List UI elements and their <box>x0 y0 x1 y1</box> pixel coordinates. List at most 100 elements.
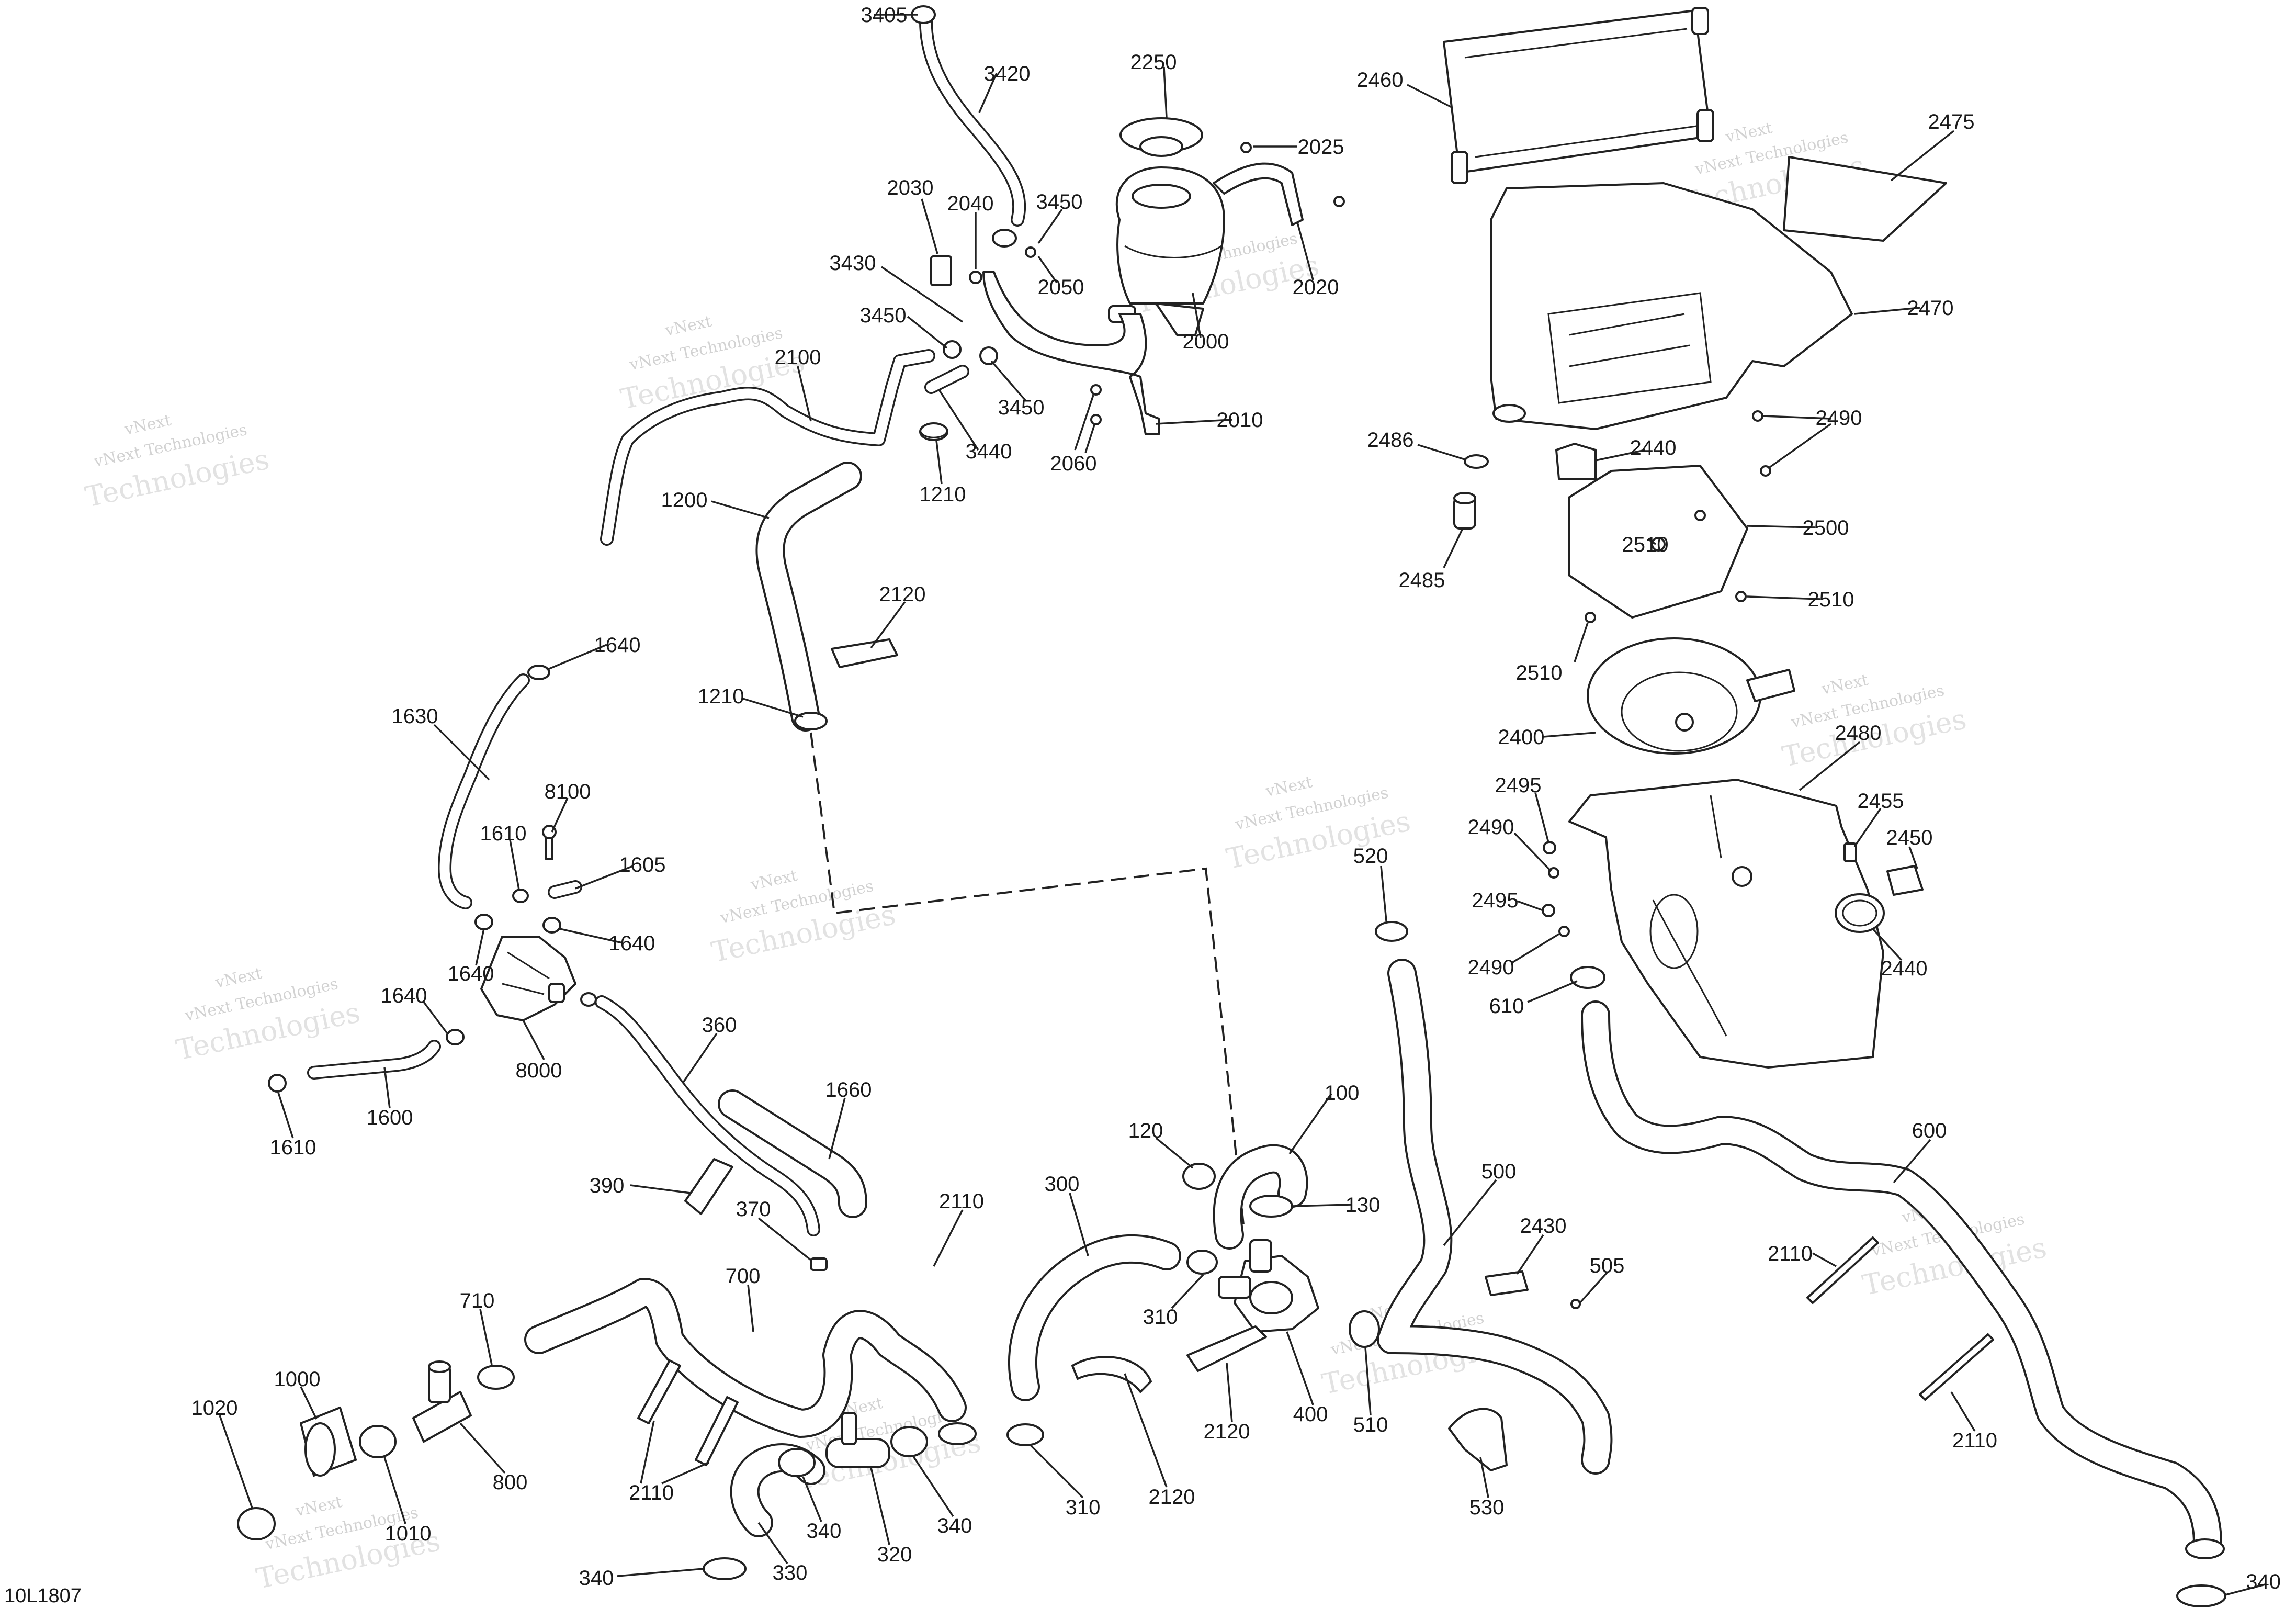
callout-100: 100 <box>1325 1082 1360 1105</box>
svg-text:vNext: vNext <box>1264 773 1314 801</box>
callout-610: 610 <box>1489 995 1524 1018</box>
callout-3405: 3405 <box>861 4 908 27</box>
callout-2120: 2120 <box>1149 1486 1195 1509</box>
callout-2040: 2040 <box>947 192 994 215</box>
callout-500: 500 <box>1481 1160 1517 1183</box>
callout-340: 340 <box>937 1514 972 1537</box>
callout-1000: 1000 <box>274 1368 321 1391</box>
radiator-fan-group <box>1443 7 1947 1069</box>
svg-text:vNext: vNext <box>1724 119 1774 147</box>
callout-2060: 2060 <box>1050 452 1097 475</box>
callout-2510: 2510 <box>1622 533 1669 556</box>
callout-1640: 1640 <box>609 932 655 955</box>
callout-2430: 2430 <box>1520 1215 1567 1238</box>
callout-2025: 2025 <box>1298 136 1344 159</box>
callout-310: 310 <box>1066 1496 1101 1519</box>
diagram-code: 10L1807 <box>4 1585 82 1607</box>
leader-lines <box>219 14 2266 1596</box>
callout-505: 505 <box>1590 1254 1625 1277</box>
callout-1020: 1020 <box>191 1397 238 1420</box>
lower-hoses-left-group <box>237 1278 977 1580</box>
callout-2440: 2440 <box>1881 957 1928 980</box>
callout-700: 700 <box>726 1265 761 1288</box>
callout-130: 130 <box>1345 1194 1381 1217</box>
callout-2486: 2486 <box>1367 429 1414 452</box>
callout-2495: 2495 <box>1472 889 1519 912</box>
svg-text:vNext: vNext <box>663 312 713 340</box>
callout-2455: 2455 <box>1858 790 1904 813</box>
callout-530: 530 <box>1469 1496 1505 1519</box>
callout-2490: 2490 <box>1468 956 1514 979</box>
callout-120: 120 <box>1128 1119 1163 1142</box>
callout-2020: 2020 <box>1293 276 1339 299</box>
callout-1640: 1640 <box>448 962 494 985</box>
callout-2110: 2110 <box>629 1481 674 1504</box>
callout-8000: 8000 <box>516 1059 562 1082</box>
callout-520: 520 <box>1353 845 1388 868</box>
callout-8100: 8100 <box>545 780 591 803</box>
callout-340: 340 <box>2246 1570 2281 1593</box>
callout-2490: 2490 <box>1468 816 1514 839</box>
callout-2250: 2250 <box>1130 51 1177 74</box>
callout-2475: 2475 <box>1928 110 1975 133</box>
callout-300: 300 <box>1045 1173 1080 1196</box>
svg-text:vNext: vNext <box>122 411 173 439</box>
callout-1640: 1640 <box>381 984 427 1007</box>
callout-2485: 2485 <box>1399 569 1445 592</box>
callout-2030: 2030 <box>887 176 934 199</box>
callout-1605: 1605 <box>619 853 666 876</box>
callout-360: 360 <box>702 1014 737 1037</box>
callout-600: 600 <box>1912 1119 1947 1142</box>
watermark-top-left: vNext vNext Technologies Technologies <box>82 411 272 514</box>
callout-3440: 3440 <box>966 440 1012 463</box>
svg-text:vNext: vNext <box>293 1493 344 1521</box>
svg-text:vNext: vNext <box>749 867 799 894</box>
callout-2470: 2470 <box>1907 297 1954 320</box>
callout-2495: 2495 <box>1495 774 1542 797</box>
callout-1640: 1640 <box>594 634 641 657</box>
callout-2510: 2510 <box>1808 588 1854 611</box>
callout-3450: 3450 <box>860 304 907 327</box>
callout-1210: 1210 <box>698 685 744 708</box>
callout-800: 800 <box>493 1471 528 1494</box>
hose-link-dashed-line <box>810 732 1245 1230</box>
callout-2000: 2000 <box>1183 330 1229 353</box>
callout-2110: 2110 <box>939 1190 984 1213</box>
callout-2440: 2440 <box>1630 436 1677 459</box>
callout-320: 320 <box>877 1543 912 1566</box>
callout-2050: 2050 <box>1038 276 1084 299</box>
callout-2100: 2100 <box>775 346 821 369</box>
callout-390: 390 <box>590 1174 625 1197</box>
callout-2510: 2510 <box>1516 661 1563 684</box>
callout-2110: 2110 <box>1952 1429 1997 1452</box>
callout-3450: 3450 <box>998 396 1045 419</box>
callout-2120: 2120 <box>1204 1420 1250 1443</box>
callout-2460: 2460 <box>1357 69 1404 92</box>
callout-2450: 2450 <box>1886 826 1933 849</box>
callout-2490: 2490 <box>1816 407 1862 430</box>
coolant-reservoir-group <box>600 5 1345 732</box>
thermostat-group <box>268 665 867 1271</box>
hose-600-group <box>1581 1000 2226 1607</box>
svg-text:vNext: vNext <box>1819 671 1870 699</box>
watermark-mid-right: vNext vNext Technologies Technologies <box>1780 671 1970 773</box>
callout-3430: 3430 <box>830 252 876 275</box>
water-pump-group <box>1006 921 1613 1475</box>
callout-1610: 1610 <box>480 822 527 845</box>
callout-370: 370 <box>736 1198 771 1221</box>
callout-510: 510 <box>1353 1413 1388 1436</box>
callout-2110: 2110 <box>1768 1242 1813 1265</box>
callout-340: 340 <box>579 1567 614 1590</box>
callout-1200: 1200 <box>661 489 708 512</box>
callout-310: 310 <box>1143 1306 1178 1329</box>
callout-2120: 2120 <box>879 583 926 606</box>
callout-400: 400 <box>1293 1403 1328 1426</box>
callout-1610: 1610 <box>270 1136 316 1159</box>
callout-3450: 3450 <box>1036 190 1083 213</box>
callout-2500: 2500 <box>1803 516 1849 539</box>
callout-2480: 2480 <box>1835 722 1882 745</box>
callout-330: 330 <box>773 1561 808 1584</box>
callout-710: 710 <box>460 1289 495 1312</box>
